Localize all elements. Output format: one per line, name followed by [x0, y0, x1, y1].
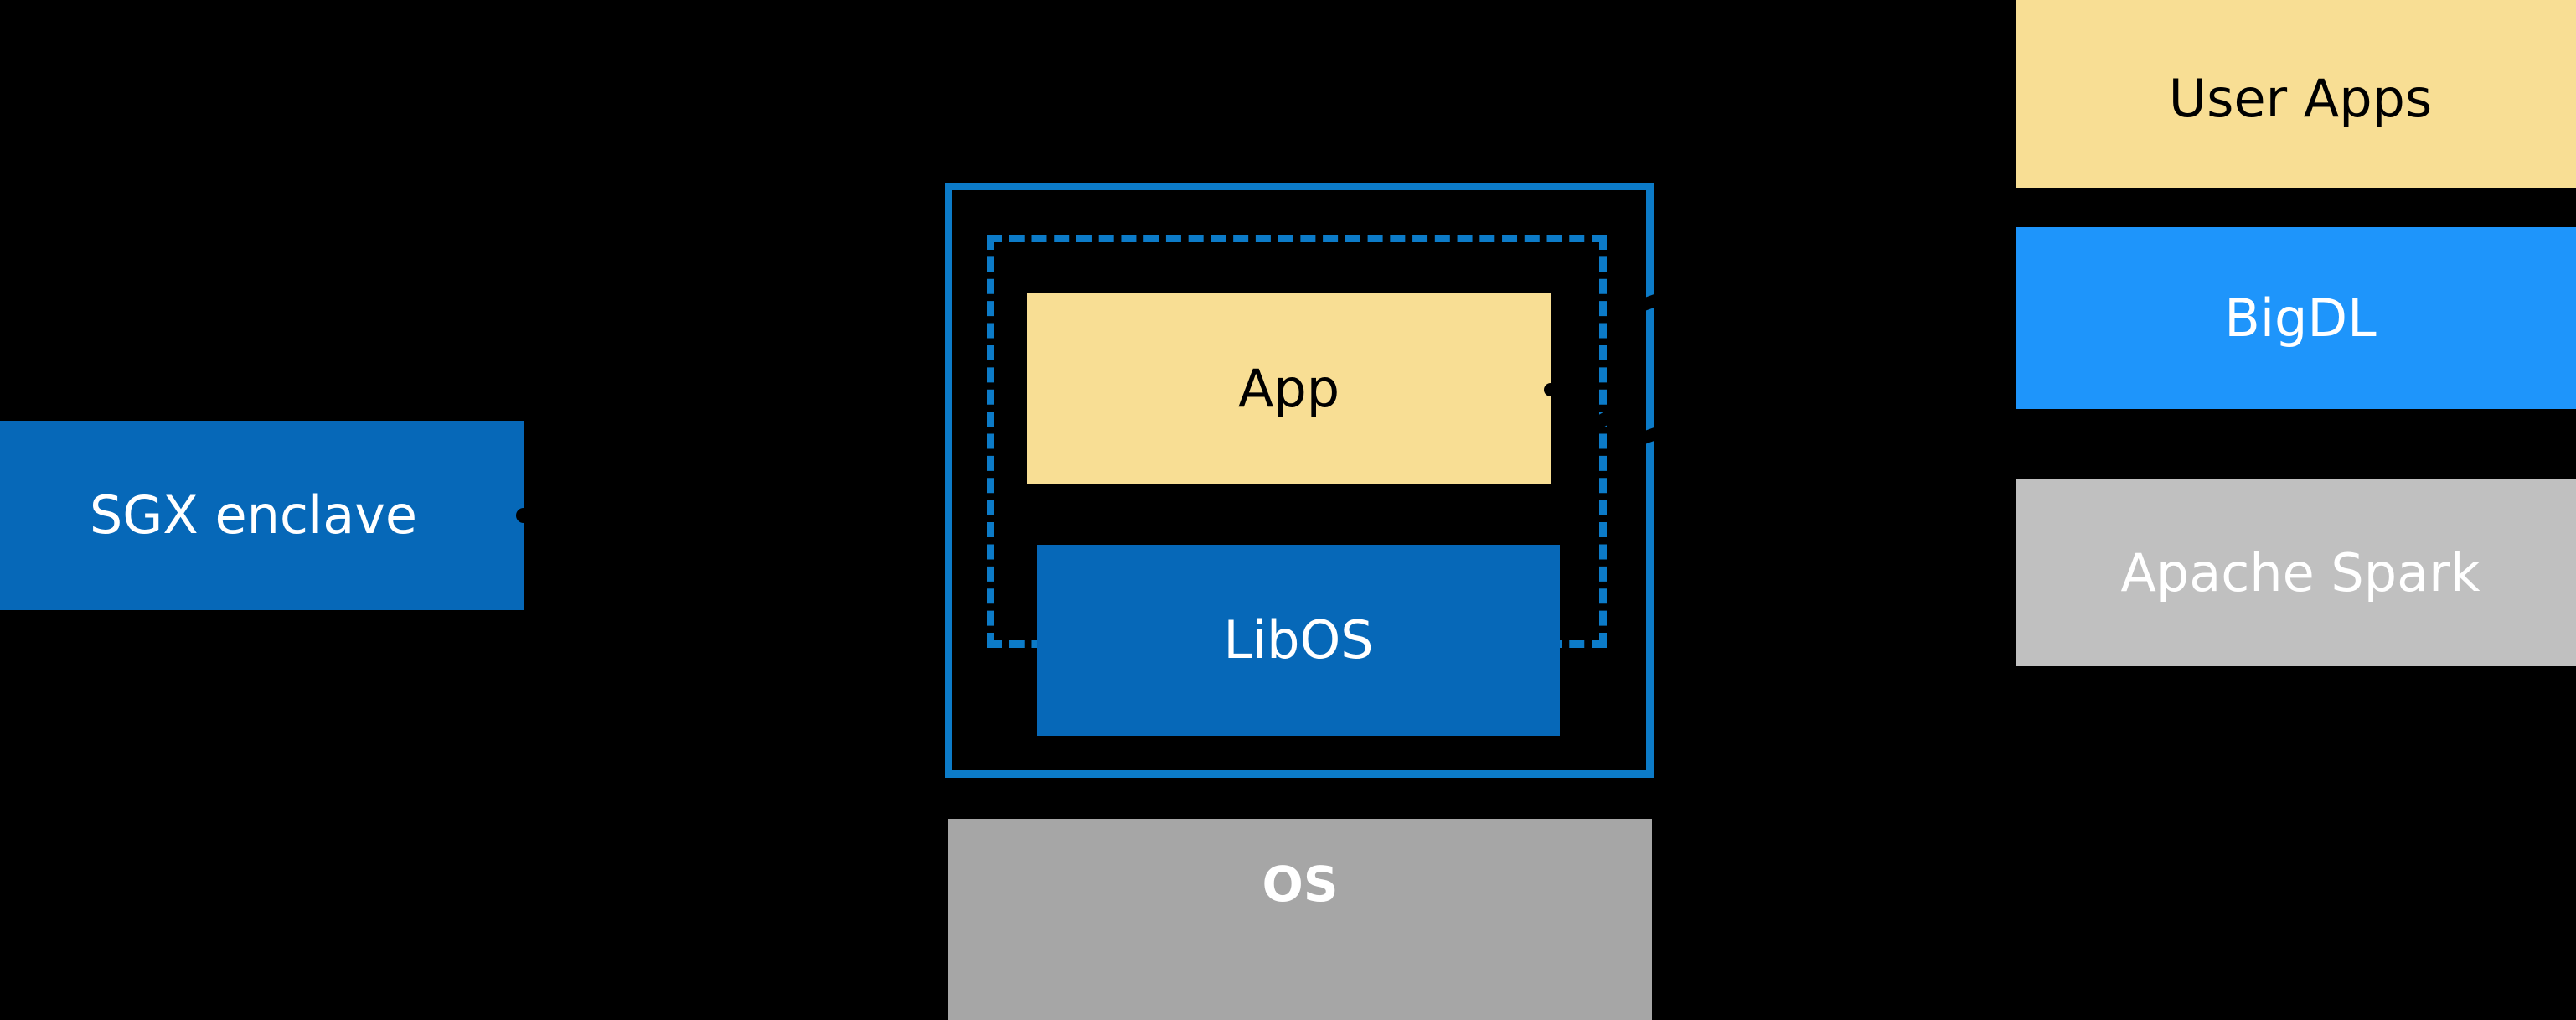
libos-label: LibOS [1223, 609, 1374, 671]
user-apps-box: User Apps [2016, 0, 2576, 188]
enclave-boundary-frame [945, 183, 1654, 778]
user-apps-label: User Apps [2168, 67, 2433, 129]
os-box: OS [948, 819, 1652, 1020]
bigdl-box: BigDL [2016, 227, 2576, 409]
os-label: OS [1262, 856, 1339, 913]
sgx-enclave-label: SGX enclave [89, 484, 418, 546]
app-connector-dot-icon [1544, 383, 1557, 396]
sgx-enclave-connector-dot-icon [516, 508, 531, 523]
apache-spark-label: Apache Spark [2120, 541, 2480, 603]
app-box: App [1027, 293, 1551, 484]
sgx-enclave-box: SGX enclave [0, 421, 524, 610]
bigdl-label: BigDL [2224, 287, 2377, 349]
app-label: App [1237, 357, 1340, 419]
libos-box: LibOS [1037, 545, 1560, 736]
apache-spark-box: Apache Spark [2016, 479, 2576, 666]
